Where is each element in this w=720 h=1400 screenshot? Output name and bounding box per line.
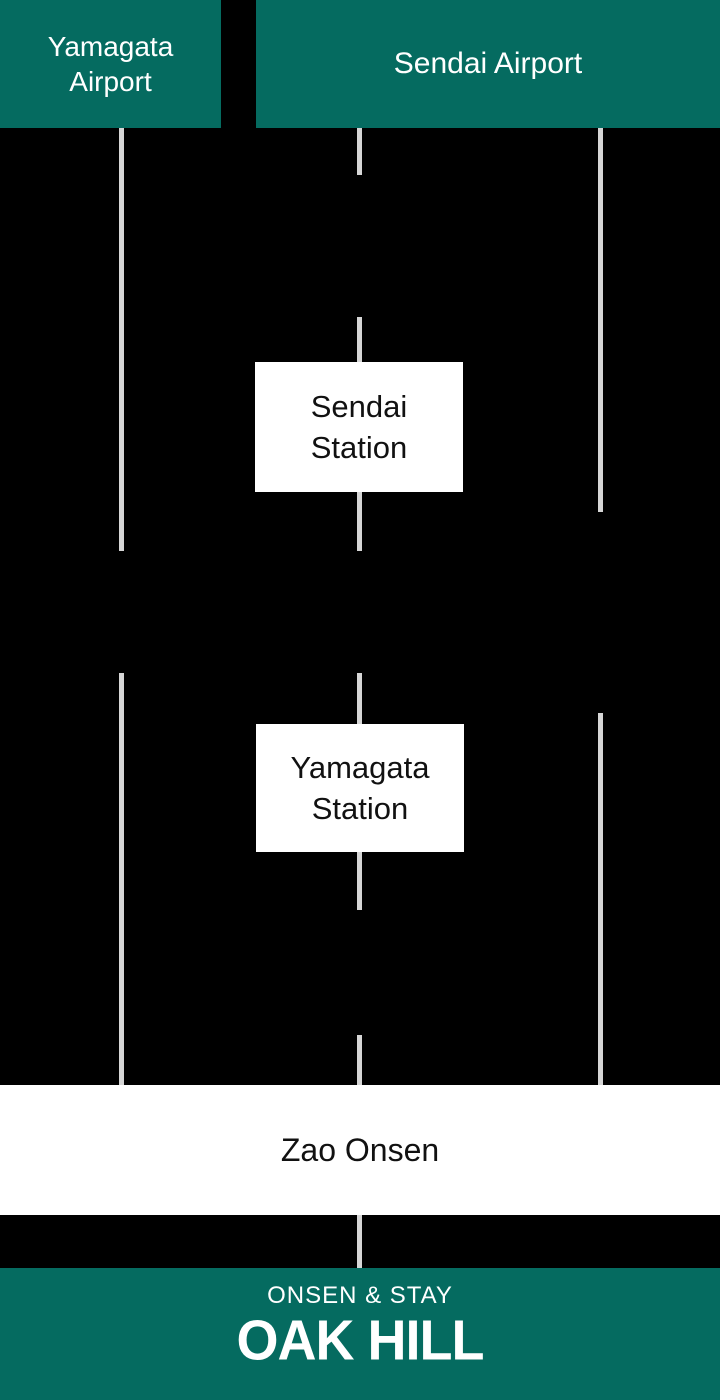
destination-footer: ONSEN & STAY OAK HILL [0, 1268, 720, 1400]
sendai-station-label-line2: Station [310, 430, 408, 465]
node-zao-onsen: Zao Onsen [0, 1085, 720, 1215]
route-line-middle-segment-3 [357, 491, 362, 551]
zao-onsen-label: Zao Onsen [280, 1131, 440, 1168]
route-line-middle-segment-6 [357, 1035, 362, 1085]
yamagata-station-label-line1: Yamagata [290, 750, 430, 785]
node-sendai-airport: Sendai Airport [256, 0, 720, 128]
brand-tagline: ONSEN & STAY [267, 1282, 453, 1309]
route-line-middle-segment-1 [357, 128, 362, 175]
route-line-middle-segment-5 [357, 852, 362, 910]
route-line-middle-segment-4 [357, 673, 362, 724]
yamagata-airport-label-line1: Yamagata [47, 31, 174, 62]
node-yamagata-station: Yamagata Station [256, 724, 464, 852]
yamagata-station-label-line2: Station [311, 791, 409, 826]
route-line-left-segment-2 [119, 673, 124, 1085]
route-line-middle-segment-2 [357, 317, 362, 362]
route-line-left-segment-1 [119, 128, 124, 551]
sendai-station-label-line1: Sendai [310, 389, 408, 424]
route-line-middle-segment-7 [357, 1215, 362, 1268]
node-sendai-station: Sendai Station [255, 362, 463, 492]
brand-name: OAK HILL [236, 1308, 485, 1372]
route-line-right-segment-2 [598, 713, 603, 1085]
sendai-airport-label: Sendai Airport [393, 47, 583, 80]
yamagata-airport-label-line2: Airport [69, 66, 152, 97]
route-line-right-segment-1 [598, 128, 603, 512]
node-yamagata-airport: Yamagata Airport [0, 0, 221, 128]
